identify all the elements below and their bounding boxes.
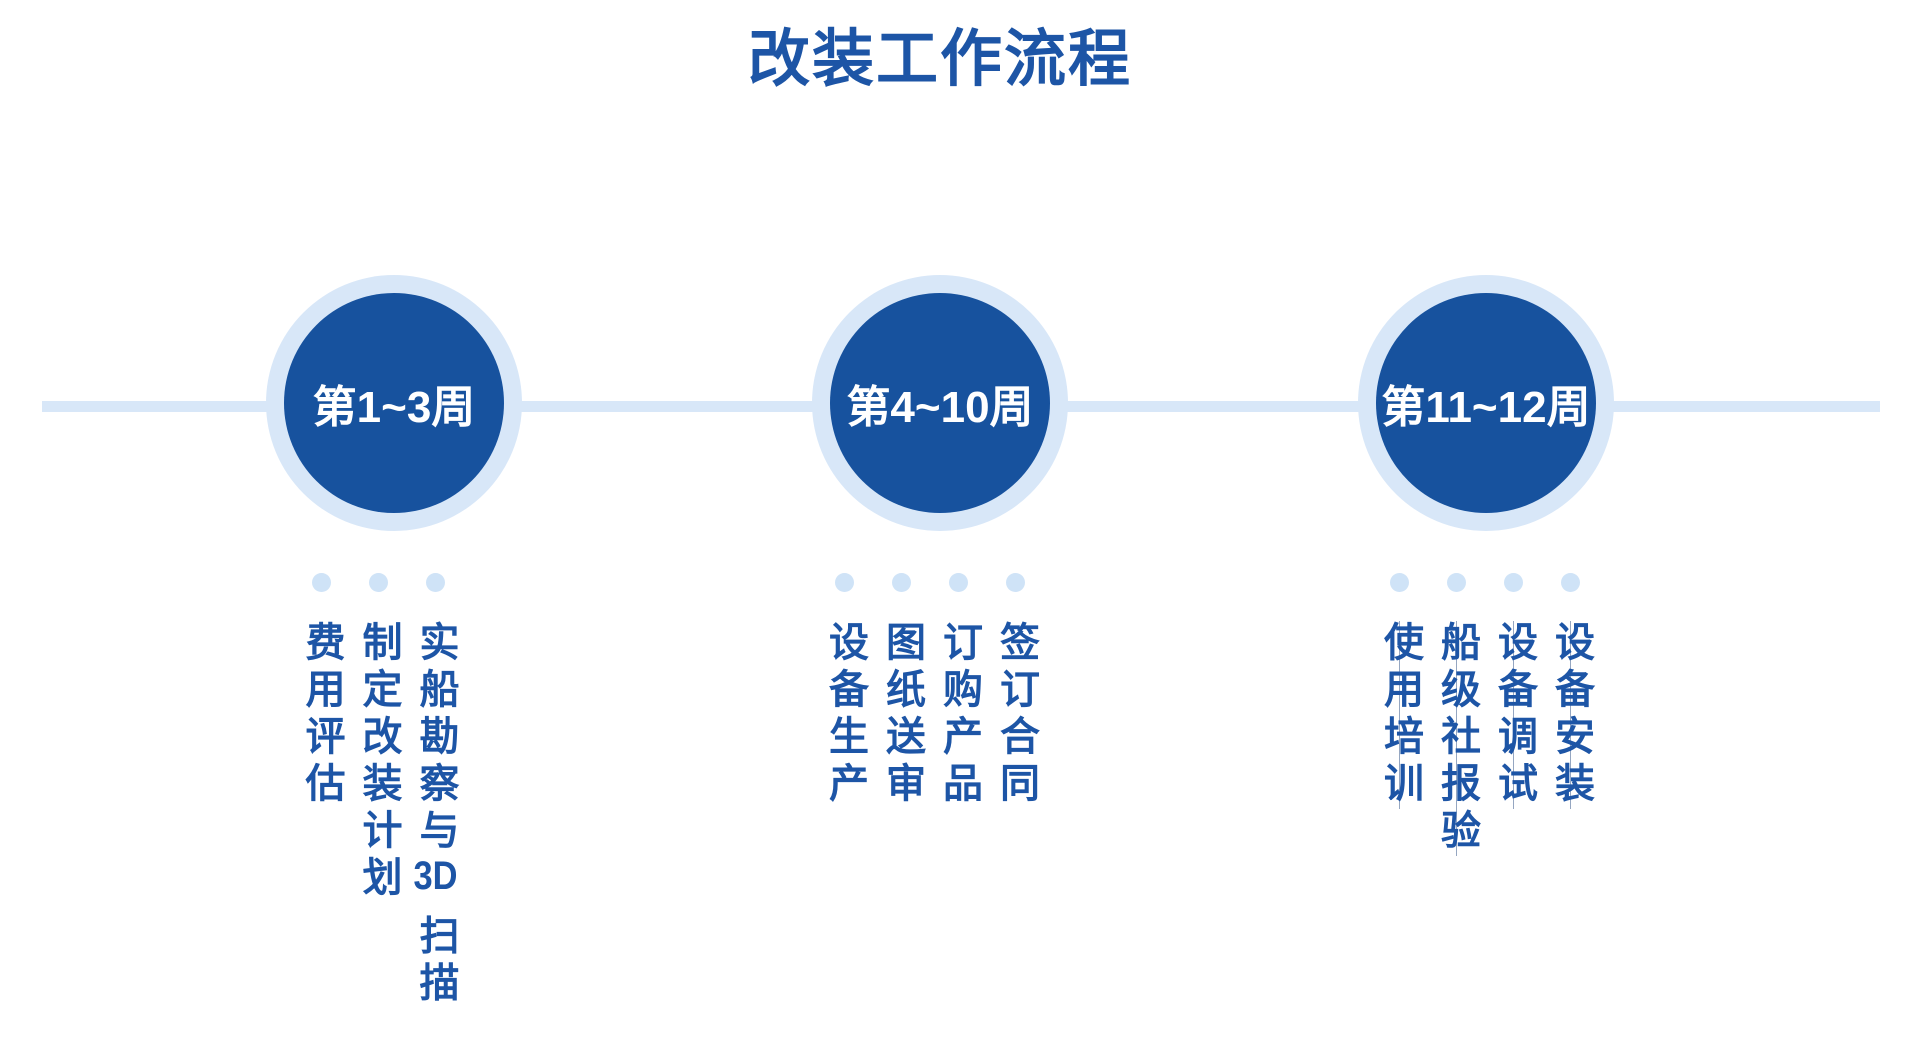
milestone-2-circle: 第4~10周: [830, 293, 1050, 513]
milestone-1-steps: 实船勘察与3D 扫描 制定改装计划 费用评估: [207, 621, 549, 1008]
milestone-1-detail: 实船勘察与3D 扫描 制定改装计划 费用评估: [207, 573, 549, 1008]
step-item: 设备调试: [1485, 621, 1542, 809]
milestone-3-dots-row: [1314, 573, 1656, 592]
step-item: 费用评估: [299, 621, 344, 809]
milestone-1-label: 第1~3周: [312, 383, 476, 432]
dot-icon: [1371, 573, 1428, 592]
dot-icon: [816, 573, 873, 592]
milestone-1-circle: 第1~3周: [284, 293, 504, 513]
dot-icon: [1428, 573, 1485, 592]
step-item: 船级社报验: [1428, 621, 1485, 856]
milestone-3-detail: 设备安装 设备调试 船级社报验 使用培训: [1314, 573, 1656, 856]
milestone-3-circle: 第11~12周: [1376, 293, 1596, 513]
step-item: 制定改装计划: [356, 621, 401, 903]
milestone-3-steps: 设备安装 设备调试 船级社报验 使用培训: [1314, 621, 1656, 856]
page-title: 改装工作流程: [747, 25, 1133, 94]
step-item: 实船勘察与3D 扫描: [413, 621, 458, 1009]
milestone-3-label: 第11~12周: [1381, 383, 1591, 432]
step-item: 图纸送审: [880, 621, 924, 809]
milestone-2-steps: 签订合同 订购产品 图纸送审 设备生产: [759, 621, 1101, 809]
dot-icon: [1542, 573, 1599, 592]
dot-icon: [1485, 573, 1542, 592]
milestone-3-ring: 第11~12周: [1358, 275, 1614, 531]
milestone-2-ring: 第4~10周: [812, 275, 1068, 531]
step-item: 签订合同: [994, 621, 1038, 809]
milestone-2-label: 第4~10周: [846, 383, 1034, 432]
step-item: 使用培训: [1371, 621, 1428, 809]
milestone-1-dots-row: [207, 573, 549, 592]
dot-icon: [350, 573, 407, 592]
dot-icon: [407, 573, 464, 592]
milestone-1-ring: 第1~3周: [266, 275, 522, 531]
step-item: 订购产品: [937, 621, 981, 809]
milestone-2-detail: 签订合同 订购产品 图纸送审 设备生产: [759, 573, 1101, 809]
dot-icon: [987, 573, 1044, 592]
milestone-2-dots-row: [759, 573, 1101, 592]
dot-icon: [293, 573, 350, 592]
step-item: 设备生产: [823, 621, 867, 809]
dot-icon: [930, 573, 987, 592]
dot-icon: [873, 573, 930, 592]
step-item: 设备安装: [1542, 621, 1599, 809]
